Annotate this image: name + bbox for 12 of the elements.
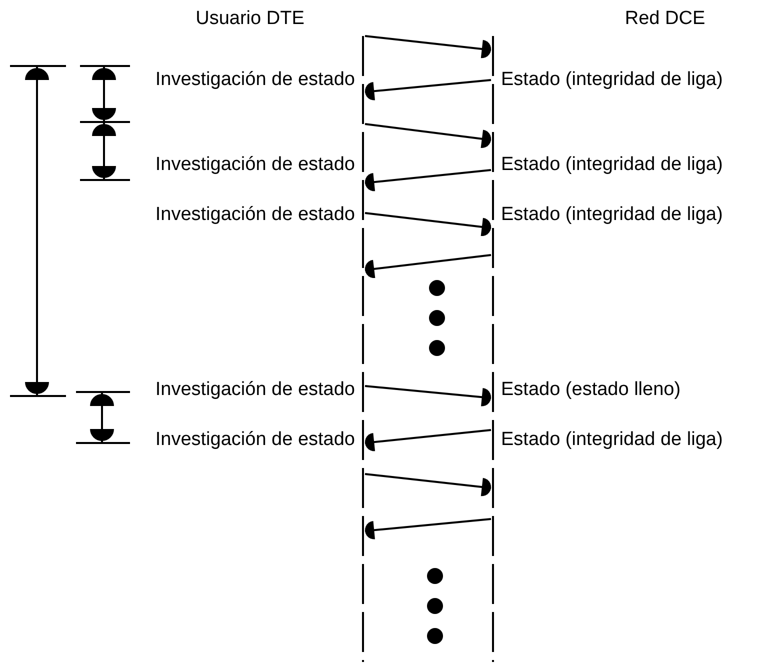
message-label: Investigación de estado <box>155 69 355 91</box>
message-label: Estado (integridad de liga) <box>501 154 723 176</box>
message-label: Investigación de estado <box>155 429 355 451</box>
message-label: Investigación de estado <box>155 154 355 176</box>
message-label: Investigación de estado <box>155 379 355 401</box>
message-label: Investigación de estado <box>155 204 355 226</box>
participant-heading: Usuario DTE <box>194 8 306 30</box>
message-label: Estado (estado lleno) <box>501 379 681 401</box>
participant-heading: Red DCE <box>624 8 706 30</box>
message-label: Estado (integridad de liga) <box>501 429 723 451</box>
message-label: Estado (integridad de liga) <box>501 204 723 226</box>
message-label: Estado (integridad de liga) <box>501 69 723 91</box>
